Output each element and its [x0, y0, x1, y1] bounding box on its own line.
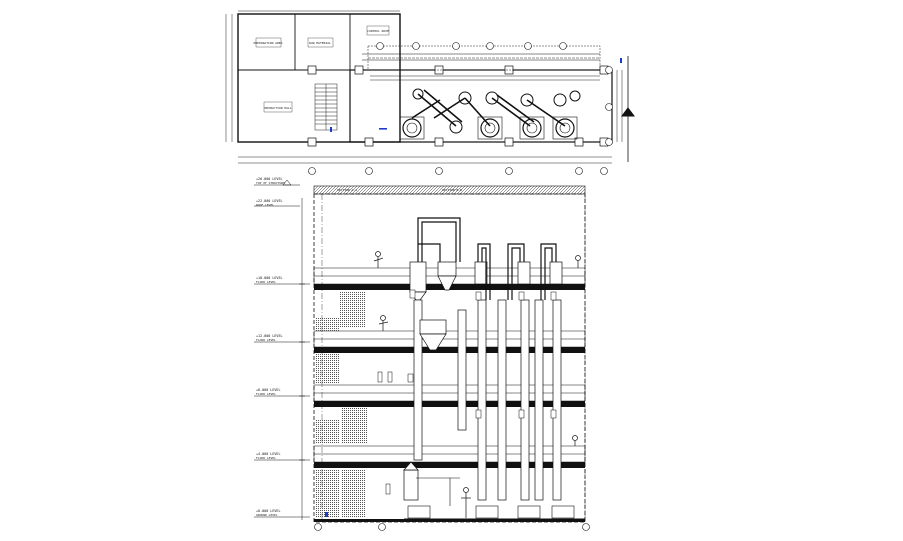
svg-text:ROOF LEVEL: ROOF LEVEL	[256, 203, 274, 207]
person-figure	[373, 251, 384, 268]
overhead-pipes	[417, 217, 557, 300]
level-marker-top: +26.000 LEVEL TOP OF STRUCTURE	[254, 177, 300, 186]
level-marker-5: +4.000 LEVEL FLOOR LEVEL	[254, 452, 310, 461]
level-marker-1: +22.000 LEVEL ROOF LEVEL	[254, 199, 300, 207]
level-marker-6: +0.000 LEVEL GROUND LEVEL	[254, 509, 310, 518]
person-figure	[378, 315, 389, 331]
person-figure	[572, 435, 578, 446]
plan-columns	[307, 65, 609, 147]
plan-markers	[330, 58, 622, 132]
plan-dimension-lines	[225, 10, 623, 164]
svg-text:FLOOR LEVEL: FLOOR LEVEL	[256, 456, 276, 460]
plan-evaporators	[399, 88, 581, 140]
svg-text:+8.000 LEVEL: +8.000 LEVEL	[256, 388, 281, 392]
level-marker-3: +12.000 LEVEL FLOOR LEVEL	[254, 334, 310, 343]
grid-bubbles	[308, 42, 613, 175]
person-figure	[461, 487, 471, 518]
plan-staircase	[314, 83, 338, 131]
plan-pipe-runs	[411, 89, 566, 127]
elevation-dimension-chain	[299, 198, 305, 520]
room-label-2: RAW MATERIAL	[309, 41, 331, 45]
section-elevation: +26.000 LEVEL TOP OF STRUCTURE +22.000 L…	[254, 177, 590, 531]
pipe-rack	[367, 45, 601, 81]
base-equipment	[404, 477, 585, 520]
svg-text:FLOOR LEVEL: FLOOR LEVEL	[256, 338, 276, 342]
plan-walls	[237, 13, 613, 143]
svg-text:FLOOR LEVEL: FLOOR LEVEL	[256, 392, 276, 396]
floor-plan: PREPARATION AREA RAW MATERIAL CONTROL RO…	[225, 10, 635, 175]
level-marker-4: +8.000 LEVEL FLOOR LEVEL	[254, 388, 310, 397]
stair-sections	[316, 292, 368, 518]
section-title-2: SECTION B-B	[442, 188, 462, 192]
svg-text:+22.000 LEVEL: +22.000 LEVEL	[256, 199, 283, 203]
svg-text:TOP OF STRUCTURE: TOP OF STRUCTURE	[256, 181, 285, 185]
human-figures	[373, 251, 581, 518]
svg-text:+18.000 LEVEL: +18.000 LEVEL	[256, 276, 283, 280]
svg-text:GROUND LEVEL: GROUND LEVEL	[256, 513, 278, 517]
valve-symbols	[377, 289, 557, 495]
room-labels: PREPARATION AREA RAW MATERIAL CONTROL RO…	[254, 25, 390, 113]
evaporator-vessels	[403, 261, 563, 501]
section-title: SECTION A-A	[337, 188, 357, 192]
elevation-grid-bubbles	[314, 523, 590, 531]
level-marker-2: +18.000 LEVEL FLOOR LEVEL	[254, 276, 310, 285]
room-label-4: PRODUCTION HALL	[264, 106, 291, 110]
person-figure	[575, 255, 581, 268]
svg-text:+12.000 LEVEL: +12.000 LEVEL	[256, 334, 283, 338]
room-label-1: PREPARATION AREA	[254, 41, 283, 45]
svg-text:FLOOR LEVEL: FLOOR LEVEL	[256, 280, 276, 284]
svg-text:+4.000 LEVEL: +4.000 LEVEL	[256, 452, 281, 456]
datum-marker	[325, 512, 328, 517]
svg-text:+0.000 LEVEL: +0.000 LEVEL	[256, 509, 281, 513]
level-markers: +26.000 LEVEL TOP OF STRUCTURE +22.000 L…	[254, 177, 310, 518]
section-cut-marker	[621, 56, 635, 162]
room-label-3: CONTROL ROOM	[367, 29, 389, 33]
svg-text:+26.000 LEVEL: +26.000 LEVEL	[256, 177, 283, 181]
